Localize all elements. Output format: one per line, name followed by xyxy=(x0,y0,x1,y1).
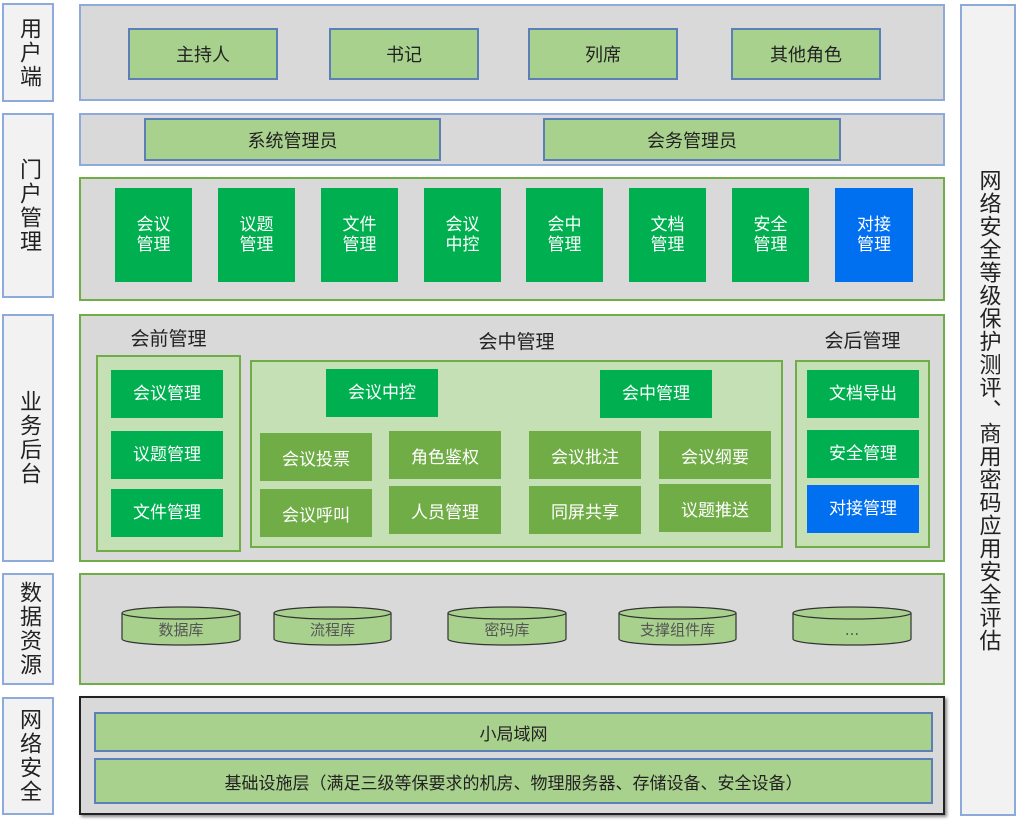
mid-annotation: 会议批注 xyxy=(529,431,641,479)
side-label-backend-text: 业务后台 xyxy=(16,390,41,486)
side-label-portal-text: 门户管理 xyxy=(16,157,41,254)
side-label-data: 数据资源 xyxy=(2,573,54,685)
database-3: 支撑组件库 xyxy=(618,606,737,646)
side-label-backend: 业务后台 xyxy=(2,314,54,562)
infra-bar: 基础设施层（满足三级等保要求的机房、物理服务器、存储设备、安全设备） xyxy=(94,758,933,804)
side-label-user: 用户端 xyxy=(2,3,54,102)
right-side-label: 网络安全等级保护测评、商用密码应用安全评估 xyxy=(960,4,1016,816)
post-security: 安全管理 xyxy=(807,430,919,478)
role-host: 主持人 xyxy=(128,28,278,80)
database-2: 密码库 xyxy=(447,606,567,646)
post-integration: 对接管理 xyxy=(807,485,919,533)
mid-summary: 会议纲要 xyxy=(659,431,771,479)
right-side-label-text: 网络安全等级保护测评、商用密码应用安全评估 xyxy=(975,168,1001,652)
admin-system: 系统管理员 xyxy=(144,118,441,161)
mid-topic-push: 议题推送 xyxy=(659,484,771,532)
database-label-1: 流程库 xyxy=(310,621,355,639)
pre-item-file: 文件管理 xyxy=(111,489,223,537)
side-label-data-text: 数据资源 xyxy=(16,581,41,677)
mid-meeting-title: 会中管理 xyxy=(478,331,555,353)
admin-meeting: 会务管理员 xyxy=(543,118,841,161)
role-attendee: 列席 xyxy=(528,28,678,80)
portal-module-3: 会议 中控 xyxy=(424,188,501,282)
portal-module-4: 会中 管理 xyxy=(526,188,603,282)
lan-bar: 小局域网 xyxy=(94,712,933,752)
database-0: 数据库 xyxy=(121,606,241,646)
mid-call: 会议呼叫 xyxy=(260,489,372,537)
portal-module-0: 会议 管理 xyxy=(115,188,192,282)
role-other: 其他角色 xyxy=(731,28,881,80)
side-label-network: 网络安全 xyxy=(2,697,54,815)
database-label-2: 密码库 xyxy=(484,621,529,639)
portal-module-7: 对接 管理 xyxy=(835,188,913,282)
role-secretary: 书记 xyxy=(329,28,479,80)
pre-item-meeting: 会议管理 xyxy=(111,370,223,418)
side-label-network-text: 网络安全 xyxy=(16,708,41,804)
post-meeting-title: 会后管理 xyxy=(824,330,901,352)
post-export: 文档导出 xyxy=(807,370,919,418)
database-label-0: 数据库 xyxy=(158,621,203,639)
mid-top-manage: 会中管理 xyxy=(600,370,712,418)
portal-module-5: 文档 管理 xyxy=(629,188,706,282)
side-label-user-text: 用户端 xyxy=(16,16,41,89)
mid-role-auth: 角色鉴权 xyxy=(389,431,501,479)
database-4: ... xyxy=(792,606,912,646)
database-label-4: ... xyxy=(845,621,859,639)
portal-module-6: 安全 管理 xyxy=(732,188,809,282)
pre-item-topic: 议题管理 xyxy=(111,431,223,479)
mid-people: 人员管理 xyxy=(389,486,501,534)
portal-module-2: 文件 管理 xyxy=(321,188,398,282)
side-label-portal: 门户管理 xyxy=(2,113,54,298)
mid-top-control: 会议中控 xyxy=(326,369,438,417)
database-label-3: 支撑组件库 xyxy=(640,621,715,639)
pre-meeting-title: 会前管理 xyxy=(130,328,207,350)
portal-module-1: 议题 管理 xyxy=(218,188,295,282)
database-1: 流程库 xyxy=(273,606,392,646)
mid-vote: 会议投票 xyxy=(260,433,372,481)
mid-screen-share: 同屏共享 xyxy=(529,486,641,534)
